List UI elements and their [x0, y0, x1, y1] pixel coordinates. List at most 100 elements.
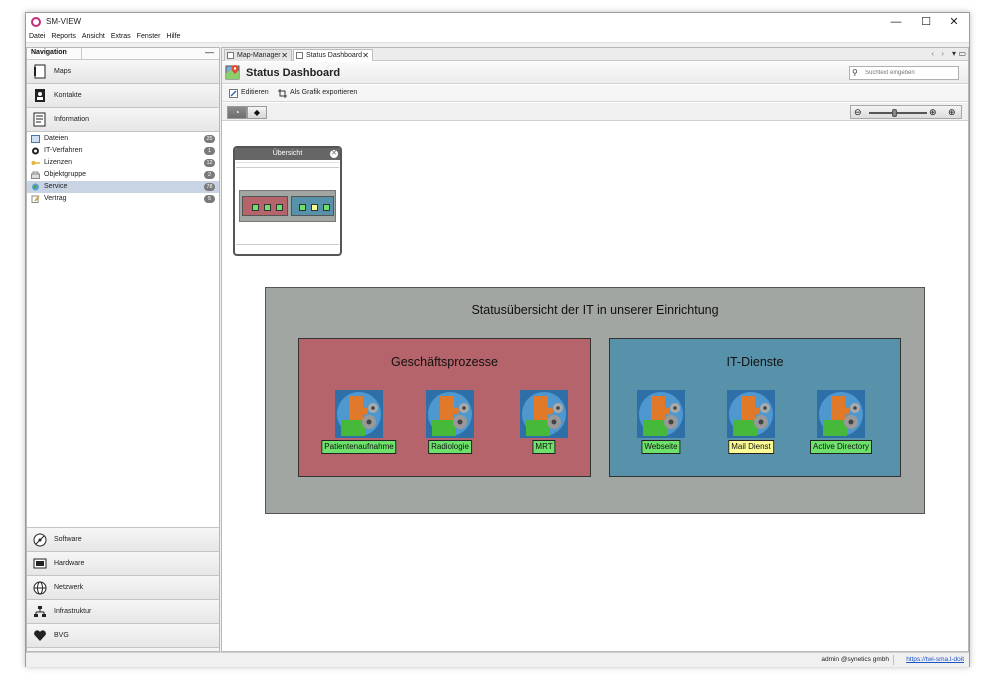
service-node[interactable]: Webseite [619, 390, 703, 456]
nav-section-software[interactable]: Software [27, 528, 219, 552]
list-item-vertrag[interactable]: Vertrag 5 [27, 193, 219, 205]
list-item-objektgruppe[interactable]: Objektgruppe 2 [27, 169, 219, 181]
tab-label: Status Dashboard [306, 52, 363, 59]
service-label: Mail Dienst [728, 440, 774, 454]
title-bar: SM-VIEW — ☐ ✕ [26, 13, 969, 31]
menu-hilfe[interactable]: Hilfe [166, 33, 181, 40]
document-icon [227, 52, 234, 59]
page-title: Status Dashboard [246, 67, 341, 79]
close-button[interactable]: ✕ [949, 16, 959, 28]
nav-section-label: BVG [54, 632, 69, 639]
process-icon [32, 147, 39, 155]
puzzle-service-icon [335, 390, 383, 438]
tab-maximize-icon[interactable]: ▭ [958, 49, 966, 58]
nav-section-netzwerk[interactable]: Netzwerk [27, 576, 219, 600]
service-node[interactable]: Mail Dienst [709, 390, 793, 456]
status-dashboard-diagram: Statusübersicht der IT in unserer Einric… [265, 287, 925, 514]
zoom-fit-icon[interactable]: ⊕ [948, 107, 956, 117]
menu-reports[interactable]: Reports [51, 33, 76, 40]
count-badge: 2 [204, 171, 215, 179]
view-layers-button[interactable]: ◆ [247, 106, 267, 119]
compass-icon: ◔ [234, 108, 240, 117]
edit-label: Editieren [241, 89, 269, 96]
menu-fenster[interactable]: Fenster [136, 33, 161, 40]
tab-menu-icon[interactable]: ▾ [951, 49, 956, 58]
zoom-in-icon[interactable]: ⊕ [929, 107, 937, 117]
overview-canvas[interactable] [236, 162, 339, 250]
dashboard-title: Statusübersicht der IT in unserer Einric… [471, 303, 719, 317]
edit-button[interactable]: Editieren [229, 88, 269, 98]
group-geschaeftsprozesse[interactable]: Geschäftsprozesse Patientenaufnahme [298, 338, 591, 477]
tab-close-icon[interactable]: ✕ [362, 51, 369, 60]
count-badge: 25 [204, 135, 215, 143]
search-input[interactable] [865, 68, 955, 78]
heart-icon [34, 630, 46, 641]
nav-section-maps[interactable]: Maps [27, 60, 219, 84]
list-item-dateien[interactable]: Dateien 25 [27, 133, 219, 145]
infrastructure-icon [34, 606, 46, 617]
menu-datei[interactable]: Datei [29, 33, 46, 40]
nav-section-label: Maps [54, 68, 72, 75]
overview-window[interactable]: Übersicht ✕ [233, 146, 342, 256]
zoom-slider[interactable] [869, 112, 927, 114]
service-label: Patientenaufnahme [321, 440, 397, 454]
list-item-lizenzen[interactable]: Lizenzen 12 [27, 157, 219, 169]
view-overview-button[interactable]: ◔ [227, 106, 247, 119]
export-graphic-button[interactable]: Als Grafik exportieren [278, 88, 357, 98]
nav-section-infrastruktur[interactable]: Infrastruktur [27, 600, 219, 624]
search-box[interactable]: ⚲ [849, 66, 959, 80]
group-title: Geschäftsprozesse [391, 355, 498, 369]
maximize-button[interactable]: ☐ [921, 16, 931, 28]
list-item-it-verfahren[interactable]: IT-Verfahren 1 [27, 145, 219, 157]
tab-close-icon[interactable]: ✕ [281, 51, 288, 60]
tab-scroll-right-icon[interactable]: › [941, 49, 944, 58]
service-label: Active Directory [809, 440, 873, 454]
navigation-title: Navigation [31, 49, 67, 56]
nav-section-label: Netzwerk [54, 584, 84, 591]
puzzle-service-icon [520, 390, 568, 438]
zoom-slider-handle[interactable] [892, 109, 897, 117]
export-label: Als Grafik exportieren [290, 89, 358, 96]
overview-title: Übersicht [272, 150, 303, 157]
service-node[interactable]: Radiologie [408, 390, 492, 456]
nav-section-bvg[interactable]: BVG [27, 624, 219, 648]
map-icon [34, 64, 46, 79]
tab-map-manager[interactable]: Map-Manager ✕ [224, 49, 292, 61]
navigation-panel: Navigation — Maps Kontakte Information D… [26, 47, 220, 652]
menu-ansicht[interactable]: Ansicht [81, 33, 105, 40]
nav-section-label: Hardware [54, 560, 85, 567]
puzzle-service-icon [637, 390, 685, 438]
navigation-minimize-button[interactable]: — [205, 47, 214, 57]
list-item-label: Vertrag [44, 195, 67, 202]
key-icon [31, 161, 40, 165]
overview-thumbnail-processes [242, 196, 288, 216]
minimize-button[interactable]: — [890, 16, 902, 28]
status-bar: admin @synetics gmbh https://twi-sma.l-d… [26, 652, 969, 667]
group-it-dienste[interactable]: IT-Dienste Webseite [609, 338, 901, 477]
nav-section-information[interactable]: Information [27, 108, 219, 132]
count-badge: 78 [204, 183, 215, 191]
tab-scroll-left-icon[interactable]: ‹ [931, 49, 934, 58]
hardware-icon [33, 558, 47, 569]
information-list: Dateien 25 IT-Verfahren 1 Lizenzen 12 Ob… [27, 132, 219, 528]
service-node[interactable]: Patientenaufnahme [317, 390, 401, 456]
layers-icon: ◆ [253, 108, 261, 117]
service-node[interactable]: MRT [502, 390, 586, 456]
status-link[interactable]: https://twi-sma.l-doit [906, 656, 964, 663]
files-icon [31, 135, 40, 143]
tab-status-dashboard[interactable]: Status Dashboard ✕ [293, 49, 373, 61]
count-badge: 1 [204, 147, 215, 155]
list-item-service[interactable]: Service 78 [27, 181, 219, 193]
menu-extras[interactable]: Extras [110, 33, 131, 40]
nav-section-kontakte[interactable]: Kontakte [27, 84, 219, 108]
overview-close-icon[interactable]: ✕ [330, 150, 338, 158]
menu-bar: Datei Reports Ansicht Extras Fenster Hilfe [26, 31, 969, 43]
nav-section-hardware[interactable]: Hardware [27, 552, 219, 576]
information-icon [33, 112, 46, 127]
status-user: admin @synetics gmbh [821, 656, 889, 663]
count-badge: 5 [204, 195, 215, 203]
content-panel: Map-Manager ✕ Status Dashboard ✕ ‹ › ▾ ▭… [221, 47, 969, 652]
overview-thumbnail-services [291, 196, 334, 216]
zoom-out-icon[interactable]: ⊖ [854, 107, 862, 117]
service-node[interactable]: Active Directory [799, 390, 883, 456]
